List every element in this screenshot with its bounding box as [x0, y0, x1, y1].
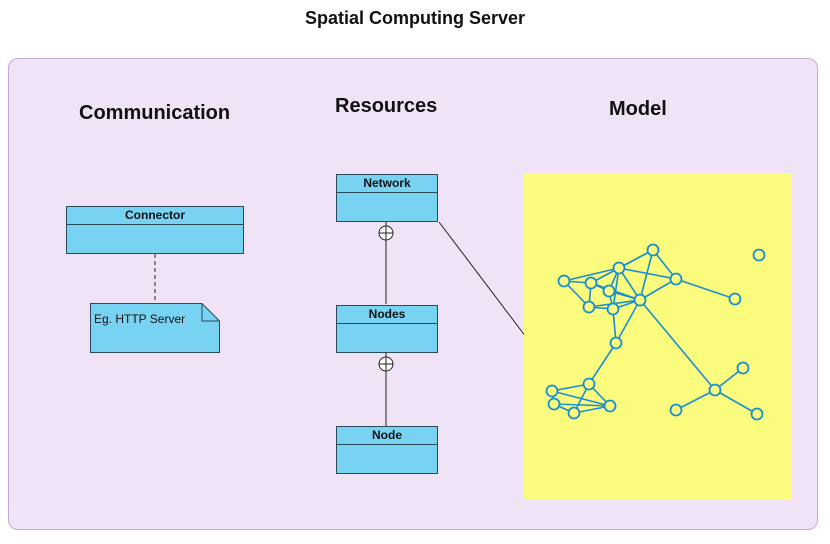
class-connector-name: Connector [67, 207, 243, 225]
graph-edge [675, 278, 736, 300]
graph-node [603, 399, 617, 413]
note-http-server[interactable]: Eg. HTTP Server [90, 303, 220, 353]
class-connector[interactable]: Connector [66, 206, 244, 254]
diagram-title: Spatial Computing Server [304, 8, 526, 28]
graph-node [750, 407, 764, 421]
graph-edge [675, 389, 716, 411]
model-panel [524, 173, 792, 500]
graph-edge [639, 299, 716, 391]
graph-edge [639, 278, 677, 301]
graph-node [567, 406, 581, 420]
graph-edge [618, 249, 654, 269]
graph-node [609, 336, 623, 350]
graph-node [708, 383, 722, 397]
graph-edge [551, 390, 611, 407]
graph-node [606, 302, 620, 316]
note-shape [90, 303, 220, 353]
graph-node [582, 377, 596, 391]
graph-node [752, 248, 766, 262]
graph-node [545, 384, 559, 398]
class-nodes[interactable]: Nodes [336, 305, 438, 353]
graph-node [669, 403, 683, 417]
graph-edge [563, 267, 620, 282]
class-node[interactable]: Node [336, 426, 438, 474]
class-network-name: Network [337, 175, 437, 193]
graph-edge [714, 389, 758, 415]
graph-edge [588, 342, 617, 385]
section-title-model: Model [609, 98, 667, 120]
network-graph [545, 243, 766, 421]
class-network[interactable]: Network [336, 174, 438, 222]
graph-node [612, 261, 626, 275]
graph-edge [553, 403, 611, 407]
section-title-communication: Communication [79, 102, 231, 124]
graph-node [633, 293, 647, 307]
class-nodes-name: Nodes [337, 306, 437, 324]
graph-node [557, 274, 571, 288]
graph-node [646, 243, 660, 257]
network-model-link [438, 221, 527, 338]
class-node-name: Node [337, 427, 437, 445]
graph-node [728, 292, 742, 306]
section-title-resources: Resources [335, 95, 438, 117]
graph-node [669, 272, 683, 286]
graph-node [547, 397, 561, 411]
composition-circle-plus-icon [378, 225, 394, 241]
composition-circle-plus-icon [378, 356, 394, 372]
graph-edge [615, 299, 641, 344]
graph-edge [612, 267, 620, 310]
graph-node [582, 300, 596, 314]
graph-node [602, 284, 616, 298]
graph-node [736, 361, 750, 375]
graph-edge [639, 249, 654, 301]
graph-node [584, 276, 598, 290]
note-text: Eg. HTTP Server [94, 312, 186, 326]
